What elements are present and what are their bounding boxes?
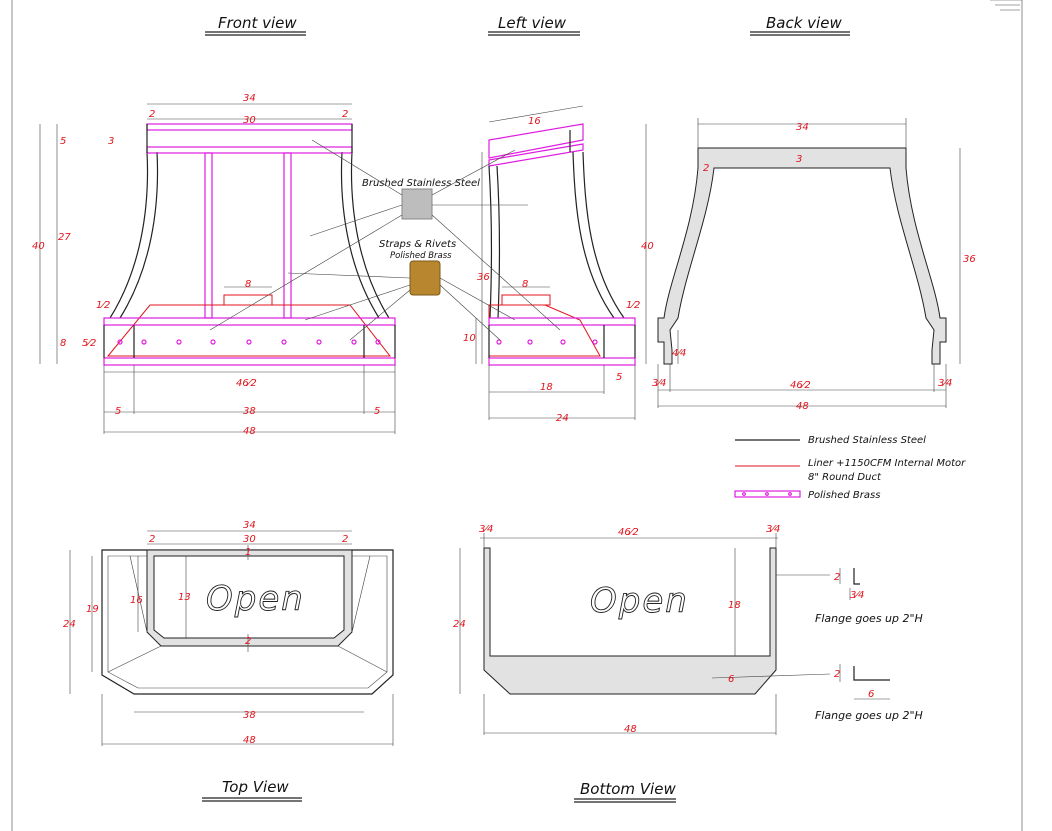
title-top-view: Top View	[222, 778, 289, 796]
title-front-view: Front view	[218, 14, 297, 32]
front-dim-5-left: 5	[115, 406, 121, 417]
legend-liner-1: Liner +1150CFM Internal Motor	[808, 458, 966, 469]
left-dim-5: 5	[616, 372, 622, 383]
front-dim-5: 5	[60, 136, 66, 147]
title-back-view: Back view	[766, 14, 842, 32]
top-dim-19: 19	[86, 604, 99, 615]
bottom-dim-18: 18	[728, 600, 741, 611]
left-view: 16 40 36 8 10 1⁄2 18 5 24	[463, 105, 654, 424]
bottom-dim-24: 24	[453, 619, 466, 630]
top-open-label: Open	[206, 579, 305, 619]
flange-dim-2-bottom: 2	[834, 669, 840, 680]
front-dim-27: 27	[58, 232, 71, 243]
back-dim-46-2: 46⁄2	[790, 380, 811, 391]
back-dim-q-left: 3⁄4	[652, 378, 666, 389]
front-view: 34 30 2 2 5 3 27 40 8 1⁄2 5⁄2 8 46⁄2 5 3…	[32, 93, 396, 437]
left-dim-8: 8	[522, 279, 528, 290]
top-dim-48: 48	[243, 735, 256, 746]
top-dim-30: 30	[243, 534, 256, 545]
bottom-dim-6: 6	[728, 674, 734, 685]
view-titles: Front view Left view Back view Top View …	[202, 14, 850, 803]
top-dim-24: 24	[63, 619, 76, 630]
left-dim-10: 10	[463, 333, 476, 344]
flange-dim-6: 6	[868, 689, 874, 700]
front-dim-3: 3	[108, 136, 114, 147]
back-dim-2: 2	[703, 163, 709, 174]
flange-dim-q: 3⁄4	[850, 590, 864, 601]
top-dim-2-right: 2	[342, 534, 348, 545]
material-callouts: Brushed Stainless Steel Straps & Rivets …	[209, 139, 561, 341]
top-dim-2-bottom: 2	[245, 636, 251, 647]
front-dim-48: 48	[243, 426, 256, 437]
front-dim-2-left: 2	[149, 109, 155, 120]
front-dim-38: 38	[243, 406, 256, 417]
back-dim-36: 36	[963, 254, 976, 265]
bottom-dim-q-left: 3⁄4	[479, 524, 493, 535]
back-dim-48: 48	[796, 401, 809, 412]
legend-stainless: Brushed Stainless Steel	[808, 435, 926, 446]
legend-brass: Polished Brass	[808, 490, 880, 501]
left-dim-36: 36	[477, 272, 490, 283]
front-dim-34: 34	[243, 93, 256, 104]
title-bottom-view: Bottom View	[580, 780, 676, 798]
back-dim-3: 3	[796, 154, 802, 165]
left-dim-18: 18	[540, 382, 553, 393]
front-dim-half-a: 1⁄2	[96, 300, 110, 311]
front-dim-46-2: 46⁄2	[236, 378, 257, 389]
left-dim-16: 16	[528, 116, 541, 127]
top-dim-34: 34	[243, 520, 256, 531]
bottom-open-label: Open	[590, 581, 689, 621]
flange-details: 2 3⁄4 Flange goes up 2"H 2 6 Flange goes…	[815, 568, 923, 722]
top-dim-2-left: 2	[149, 534, 155, 545]
left-dim-40: 40	[641, 241, 654, 252]
bottom-dim-46-2: 46⁄2	[618, 527, 639, 538]
back-dim-q-right: 3⁄4	[938, 378, 952, 389]
top-dim-13: 13	[178, 592, 191, 603]
bottom-view: Open 3⁄4 46⁄2 3⁄4 24 18 6 48	[453, 524, 831, 735]
callout-straps-label: Straps & Rivets	[379, 239, 456, 250]
left-dim-half: 1⁄2	[626, 300, 640, 311]
back-view: 34 3 2 36 4⁄4 3⁄4 46⁄2 3⁄4 48	[652, 118, 976, 412]
legend: Brushed Stainless Steel Liner +1150CFM I…	[734, 435, 966, 501]
front-dim-half-b: 5⁄2	[82, 338, 96, 349]
bottom-dim-48: 48	[624, 724, 637, 735]
flange-note-bottom: Flange goes up 2"H	[815, 709, 923, 722]
back-dim-step: 4⁄4	[672, 348, 686, 359]
brass-swatch	[409, 260, 441, 296]
top-dim-38: 38	[243, 710, 256, 721]
flange-note-top: Flange goes up 2"H	[815, 612, 923, 625]
title-left-view: Left view	[498, 14, 567, 32]
callout-brass-label: Polished Brass	[390, 251, 452, 261]
front-dim-30: 30	[243, 115, 256, 126]
left-dim-24: 24	[556, 413, 569, 424]
sheet-border	[11, 0, 1023, 831]
back-dim-34: 34	[796, 122, 809, 133]
front-dim-2-right: 2	[342, 109, 348, 120]
front-dim-40: 40	[32, 241, 45, 252]
top-view: Open 34 30 2 2 1 13 16 19 24 2 38 48	[63, 520, 394, 746]
bottom-dim-q-right: 3⁄4	[766, 524, 780, 535]
legend-liner-2: 8" Round Duct	[808, 472, 882, 483]
front-dim-5-right: 5	[374, 406, 380, 417]
callout-stainless-label: Brushed Stainless Steel	[362, 178, 480, 189]
top-dim-1: 1	[245, 547, 251, 558]
front-dim-8-base: 8	[60, 338, 66, 349]
top-dim-16: 16	[130, 595, 143, 606]
front-dim-8-duct: 8	[245, 279, 251, 290]
stainless-swatch	[401, 188, 433, 220]
flange-dim-2-top: 2	[834, 572, 840, 583]
